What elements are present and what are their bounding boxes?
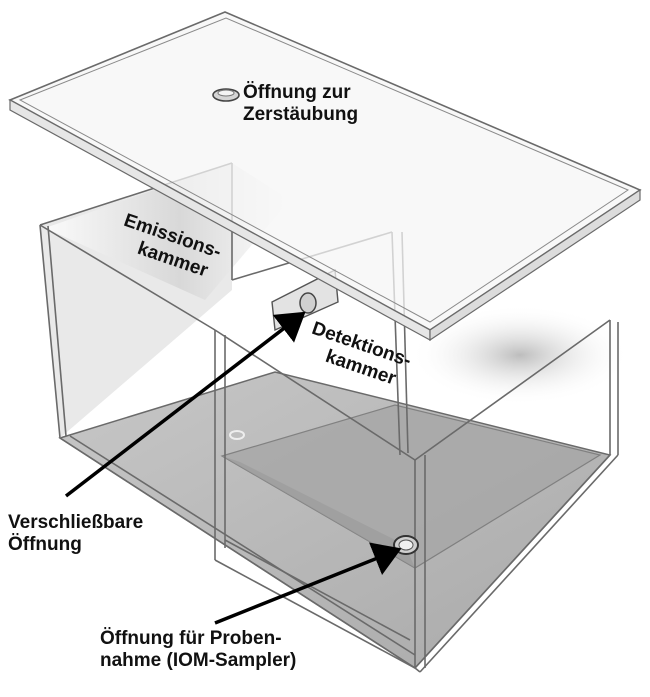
label-closable-opening-line1: Verschließbare [8,512,144,533]
spray-opening-inner [217,89,235,97]
floor-reflection-mark [229,430,245,440]
label-sampling-opening-line2: nahme (IOM-Sampler) [100,650,297,671]
label-spray-opening: Öffnung zur Zerstäubung [243,82,358,126]
detection-funnel-front [222,456,415,568]
label-sampling-opening-line1: Öffnung für Proben- [100,628,282,649]
arrow-closable-opening [64,311,306,498]
label-closable-opening: Verschließbare Öffnung [8,512,143,556]
label-spray-opening-line1: Öffnung zur [243,82,351,103]
arrow-sampling-opening [214,542,402,625]
sampling-opening-inner [398,539,414,551]
detection-funnel [220,404,602,569]
label-closable-opening-line2: Öffnung [8,534,82,555]
lid [8,11,642,342]
label-spray-opening-line2: Zerstäubung [243,104,359,125]
detection-chamber-shade [410,305,630,405]
label-sampling-opening: Öffnung für Proben- nahme (IOM-Sampler) [100,628,296,672]
closable-opening-hole [299,292,317,314]
